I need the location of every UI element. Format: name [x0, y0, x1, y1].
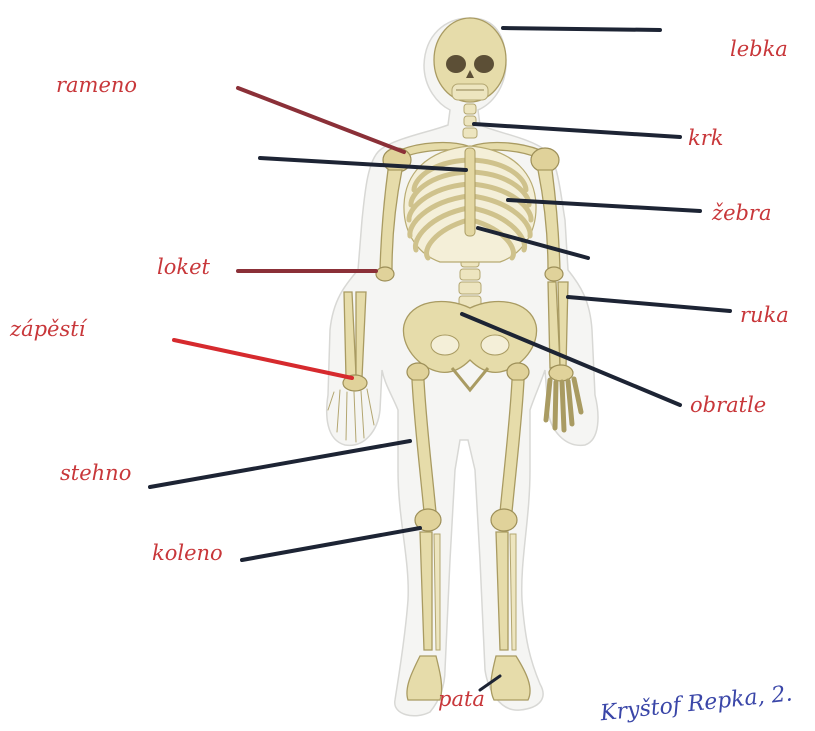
- student-signature: Kryštof Repka, 2.: [598, 681, 794, 726]
- label-rameno: rameno: [56, 73, 137, 97]
- label-stehno: stehno: [60, 461, 131, 485]
- label-loket: loket: [157, 255, 211, 279]
- label-lebka: lebka: [730, 37, 788, 61]
- label-obratle: obratle: [690, 393, 766, 417]
- leader-line-stehno: [150, 441, 410, 487]
- label-pata: pata: [438, 687, 485, 711]
- label-zapesti: zápěstí: [9, 317, 88, 341]
- label-zebra: žebra: [711, 201, 772, 225]
- leader-line-zapesti: [174, 340, 352, 378]
- ribcage: [404, 146, 536, 262]
- leader-line-ruka: [568, 297, 730, 311]
- label-ruka: ruka: [740, 303, 789, 327]
- label-koleno: koleno: [152, 541, 223, 565]
- label-krk: krk: [688, 126, 724, 150]
- leader-line-lebka: [503, 28, 660, 30]
- leader-line-rameno: [238, 88, 404, 152]
- leader-line-koleno: [242, 528, 420, 560]
- skull: [434, 18, 506, 102]
